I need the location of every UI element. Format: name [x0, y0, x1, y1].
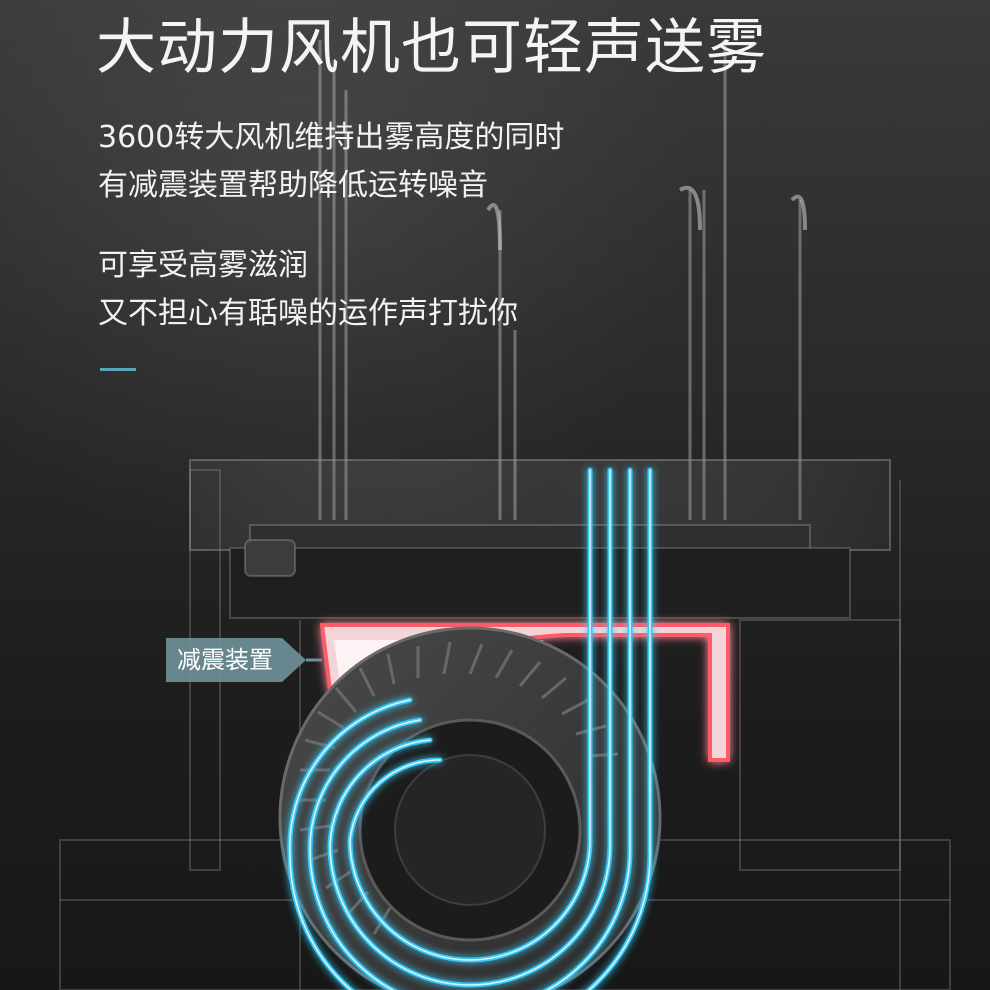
damper-callout: 减震装置: [166, 638, 306, 682]
headline: 大动力风机也可轻声送雾: [96, 13, 767, 83]
description-line: 有减震装置帮助降低运转噪音: [98, 168, 488, 203]
description-paragraph-1: 3600转大风机维持出雾高度的同时 有减震装置帮助降低运转噪音: [98, 114, 564, 210]
description-line: 可享受高雾滋润: [98, 248, 308, 283]
callout-shape: [166, 638, 306, 682]
description-line: 3600转大风机维持出雾高度的同时: [98, 120, 565, 155]
tube-caps: [486, 185, 807, 251]
accent-divider: [100, 368, 136, 371]
damper-label: 减震装置: [177, 646, 273, 674]
description-line: 又不担心有聒噪的运作声打扰你: [98, 296, 518, 331]
mist-tubes: [318, 40, 802, 520]
description-paragraph-2: 可享受高雾滋润 又不担心有聒噪的运作声打扰你: [98, 242, 518, 338]
